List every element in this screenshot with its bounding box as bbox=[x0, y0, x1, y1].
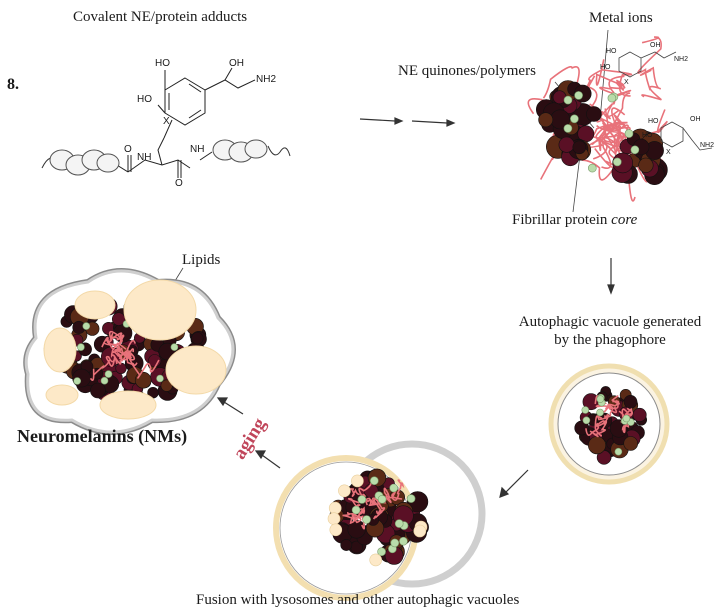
autophagic-label-1: Autophagic vacuole generated bbox=[518, 314, 702, 330]
small-atom-ho-3: HO bbox=[648, 118, 659, 125]
ne-quinones-label: NE quinones/polymers bbox=[398, 63, 536, 79]
ne-protein-aggregate bbox=[527, 36, 668, 202]
fusion-label: Fusion with lysosomes and other autophag… bbox=[196, 592, 520, 608]
core-italic: core bbox=[611, 212, 638, 228]
atom-ho-1: HO bbox=[155, 58, 170, 69]
lipids-label: Lipids bbox=[182, 252, 221, 268]
benzene-ring bbox=[164, 77, 206, 126]
neuromelanins-label: Neuromelanins (NMs) bbox=[17, 426, 188, 446]
atom-nh-1: NH bbox=[137, 152, 152, 163]
metal-ions-label: Metal ions bbox=[589, 10, 653, 26]
small-atom-ho-2: HO bbox=[600, 64, 611, 71]
adducts-title: Covalent NE/protein adducts bbox=[73, 9, 248, 25]
protein-beads-left bbox=[41, 149, 120, 176]
fibrillar-core-label: Fibrillar protein core bbox=[512, 211, 637, 229]
small-atom-ho-4: HO bbox=[642, 132, 653, 139]
small-ne-structure bbox=[618, 51, 713, 151]
atom-ho-2: HO bbox=[137, 94, 152, 105]
autophagic-label-2: by the phagophore bbox=[554, 332, 666, 348]
atom-nh2: NH2 bbox=[256, 74, 277, 85]
protein-beads-right bbox=[212, 139, 291, 163]
ne-protein-adduct-structure bbox=[111, 67, 256, 178]
small-atom-oh-2: OH bbox=[690, 116, 701, 123]
atom-o-1: O bbox=[124, 144, 132, 155]
small-atom-oh-1: OH bbox=[650, 42, 661, 49]
small-atom-x-1: X bbox=[624, 79, 629, 86]
atom-nh-2: NH bbox=[190, 144, 205, 155]
small-atom-ho-1: HO bbox=[606, 48, 617, 55]
small-atom-nh2-1: NH2 bbox=[674, 56, 689, 63]
leader-lines bbox=[151, 29, 609, 319]
lipid-droplets bbox=[43, 279, 227, 420]
small-atom-nh2-2: NH2 bbox=[700, 142, 715, 149]
small-atom-x-2: X bbox=[666, 149, 671, 156]
fusion-aggregate bbox=[327, 468, 429, 567]
atom-x: X bbox=[163, 116, 170, 127]
fibrillar-core-text: Fibrillar protein bbox=[512, 212, 612, 228]
atom-oh: OH bbox=[229, 58, 244, 69]
atom-o-2: O bbox=[175, 178, 183, 189]
figure-number: 8. bbox=[7, 76, 19, 93]
arrows bbox=[216, 117, 615, 498]
vacuole-aggregate bbox=[574, 386, 647, 465]
